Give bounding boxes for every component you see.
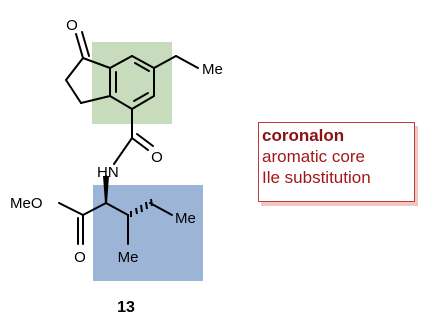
- legend-title: coronalon: [262, 126, 345, 145]
- bond-lines: [58, 31, 199, 245]
- amide-nh-label: HN: [97, 164, 119, 181]
- amide-oxygen-label: O: [151, 149, 163, 166]
- hashed-bond: [130, 198, 153, 217]
- ile-ethyl-methyl-label: Me: [175, 210, 196, 227]
- legend-box: coronalon aromatic core Ile substitution: [258, 122, 415, 202]
- ester-methoxy-label: MeO: [10, 195, 43, 212]
- ester-oxygen-label: O: [74, 249, 86, 266]
- legend-ile-substitution: Ile substitution: [262, 168, 371, 187]
- compound-number: 13: [117, 299, 135, 316]
- legend-aromatic-core: aromatic core: [262, 147, 365, 166]
- ketone-oxygen-label: O: [66, 17, 78, 34]
- ethyl-methyl-label: Me: [202, 61, 223, 78]
- ile-substitution-highlight: [93, 185, 203, 281]
- wedge-bond: [103, 176, 109, 203]
- ile-methyl-label: Me: [118, 249, 139, 266]
